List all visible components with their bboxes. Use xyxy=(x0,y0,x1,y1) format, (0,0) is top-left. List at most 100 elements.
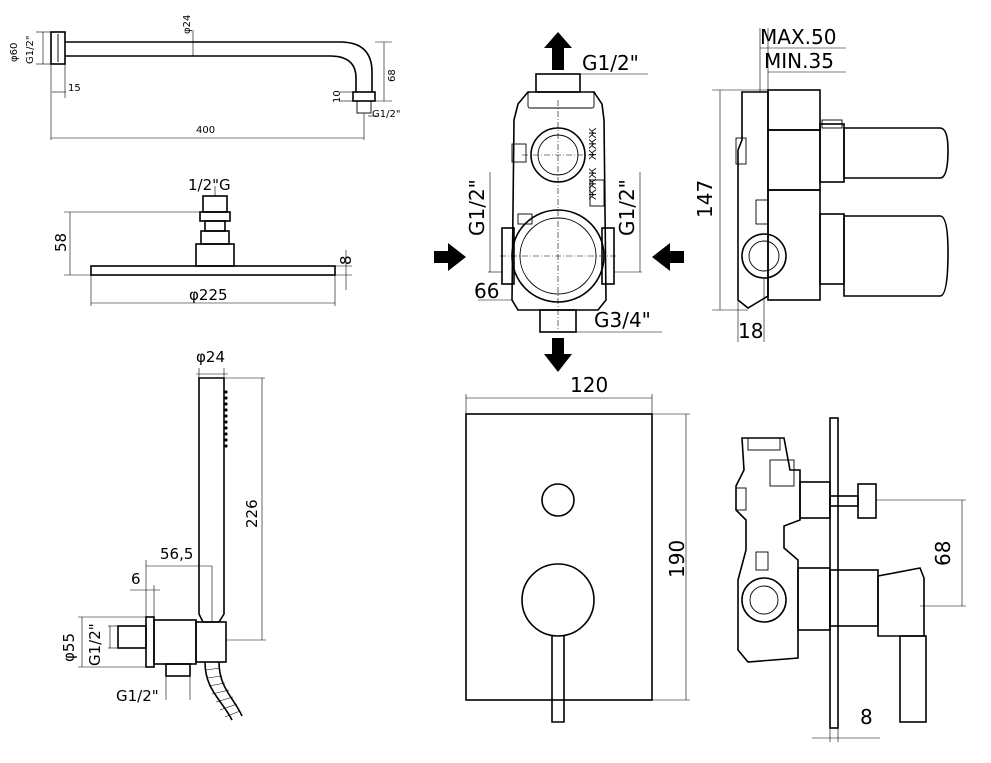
valve-side-lower-spindle-collar xyxy=(819,213,845,285)
shower-arm-pipe-inner xyxy=(65,55,357,92)
hand-shower-gap-label: 6 xyxy=(131,570,141,588)
assembly-cover-plate xyxy=(829,417,839,729)
valve-mark-lower: ЖЖЖ xyxy=(588,167,599,200)
shower-arm-thread-out-label: G1/2" xyxy=(372,109,400,120)
valve-side-height-label: 147 xyxy=(693,180,717,218)
hand-shower-wall-thread xyxy=(117,625,147,649)
hand-shower-dia-handle-label: φ24 xyxy=(196,348,225,366)
shower-arm-dia-base-label: φ60 xyxy=(9,43,20,62)
valve-side-rear-lug xyxy=(735,137,747,165)
hand-shower-holder-cap xyxy=(195,621,227,663)
assembly-lower-stem-body xyxy=(797,567,831,631)
hand-shower-handle xyxy=(198,377,225,623)
assembly-handle-body xyxy=(877,567,925,637)
valve-side-lower-spindle-cap xyxy=(843,215,949,297)
assembly-rear-tab xyxy=(755,551,769,571)
hand-shower-length-label: 226 xyxy=(243,499,261,528)
shower-head-connector-ball xyxy=(200,230,230,245)
shower-arm-nut-label: 10 xyxy=(332,90,343,103)
valve-side-middle-block xyxy=(767,129,821,191)
mixer-lever xyxy=(551,636,565,723)
valve-side-upper-spindle-cap xyxy=(843,127,949,179)
shower-arm-wall-flange xyxy=(50,31,66,65)
assembly-port-inner xyxy=(749,585,779,615)
hand-shower-hose-connector xyxy=(165,663,191,677)
valve-front-thread-top-label: G1/2" xyxy=(582,51,639,75)
assembly-upper-stem-shaft xyxy=(829,495,859,507)
hand-shower-hose-texture xyxy=(205,667,241,718)
shower-head-diameter-label: φ225 xyxy=(189,286,228,304)
valve-mark-upper: ЖЖЖ xyxy=(588,127,599,160)
valve-front-thread-right-label: G1/2" xyxy=(615,179,639,236)
shower-arm-outlet-thread xyxy=(356,100,372,114)
shower-arm-thread-wall-label: G1/2" xyxy=(25,36,36,64)
assembly-diverter-knob xyxy=(857,483,877,519)
valve-side-depth-label: 18 xyxy=(738,319,763,343)
diverter-button xyxy=(541,483,575,517)
flow-arrow-down-icon xyxy=(544,338,572,372)
shower-head-connector-base xyxy=(195,243,235,267)
valve-side-upper-spindle-collar xyxy=(819,123,845,183)
valve-left-tab xyxy=(517,213,533,225)
valve-side-max-label: MAX.50 xyxy=(760,25,836,49)
valve-side-port-inner xyxy=(748,240,780,272)
shower-arm-view: φ60 G1/2" φ24 68 15 400 10 G1/2" xyxy=(9,15,400,140)
valve-right-lug xyxy=(589,179,605,207)
assembly-valve-body xyxy=(735,437,801,663)
shower-head-height-label: 58 xyxy=(52,233,70,252)
valve-left-lug xyxy=(511,143,527,163)
assembly-upper-boss xyxy=(769,459,795,487)
valve-front-width-label: 66 xyxy=(474,279,499,303)
valve-side-view: MAX.50 MIN.35 147 18 xyxy=(693,25,949,343)
flow-arrow-right-icon xyxy=(434,243,466,271)
plate-front-height-label: 190 xyxy=(665,540,689,578)
shower-arm-pipe-outer xyxy=(65,41,373,92)
hand-shower-hose-left xyxy=(204,661,233,721)
shower-arm-height-label: 68 xyxy=(387,69,398,82)
cover-plate xyxy=(465,413,653,701)
shower-head-plate xyxy=(90,265,336,276)
hand-shower-spray-nozzles xyxy=(224,390,228,448)
valve-side-collar-ring xyxy=(821,119,843,129)
mixer-handle-rosette xyxy=(521,563,595,637)
assembly-port-outer xyxy=(741,577,787,623)
assembly-thickness-label: 8 xyxy=(860,705,873,729)
hand-shower-thread-hose-label: G1/2" xyxy=(116,687,159,705)
shower-head-view: 1/2"G 58 8 φ225 xyxy=(52,176,355,306)
valve-top-collar xyxy=(527,91,595,109)
shower-head-connector-nut xyxy=(199,211,231,222)
hand-shower-hose-right xyxy=(218,661,243,717)
hand-shower-dia-outlet-label: φ55 xyxy=(60,633,78,662)
plate-front-width-label: 120 xyxy=(570,373,608,397)
valve-bottom-outlet xyxy=(539,309,577,333)
valve-side-rear-tab xyxy=(755,199,769,225)
valve-top-outlet xyxy=(535,73,581,93)
hand-shower-projection-label: 56,5 xyxy=(160,545,193,563)
hand-shower-thread-wall-label: G1/2" xyxy=(86,623,104,666)
hand-shower-view: φ24 226 56,5 6 φ55 G1/2" G1/2" xyxy=(60,348,266,721)
hand-shower-holder-body xyxy=(153,619,197,665)
valve-side-lower-block xyxy=(767,189,821,301)
flow-arrow-up-icon xyxy=(544,32,572,70)
valve-left-inlet xyxy=(501,227,515,285)
shower-head-thread-label: 1/2"G xyxy=(188,176,231,194)
assembly-distance-label: 68 xyxy=(931,541,955,566)
valve-front-view: ЖЖЖ ЖЖЖ G1/2" G1/2" G1/2" 66 G3/4" xyxy=(434,32,684,372)
valve-right-inlet xyxy=(601,227,615,285)
assembly-rear-lug xyxy=(735,487,747,511)
assembly-side-view: 68 8 xyxy=(735,417,966,742)
flow-arrow-left-icon xyxy=(652,243,684,271)
valve-front-thread-left-label: G1/2" xyxy=(465,179,489,236)
valve-side-top-block xyxy=(767,89,821,131)
shower-head-thickness-label: 8 xyxy=(337,255,355,265)
shower-head-connector-joint xyxy=(204,220,226,232)
shower-arm-outlet-nut xyxy=(352,91,376,102)
hand-shower-wall-flange xyxy=(145,616,155,668)
shower-head-connector-top xyxy=(202,195,228,213)
shower-arm-offset-label: 15 xyxy=(68,83,81,94)
plate-front-view: 120 190 xyxy=(465,373,690,723)
assembly-upper-stem-body xyxy=(799,481,831,519)
valve-body-outline xyxy=(511,91,607,311)
